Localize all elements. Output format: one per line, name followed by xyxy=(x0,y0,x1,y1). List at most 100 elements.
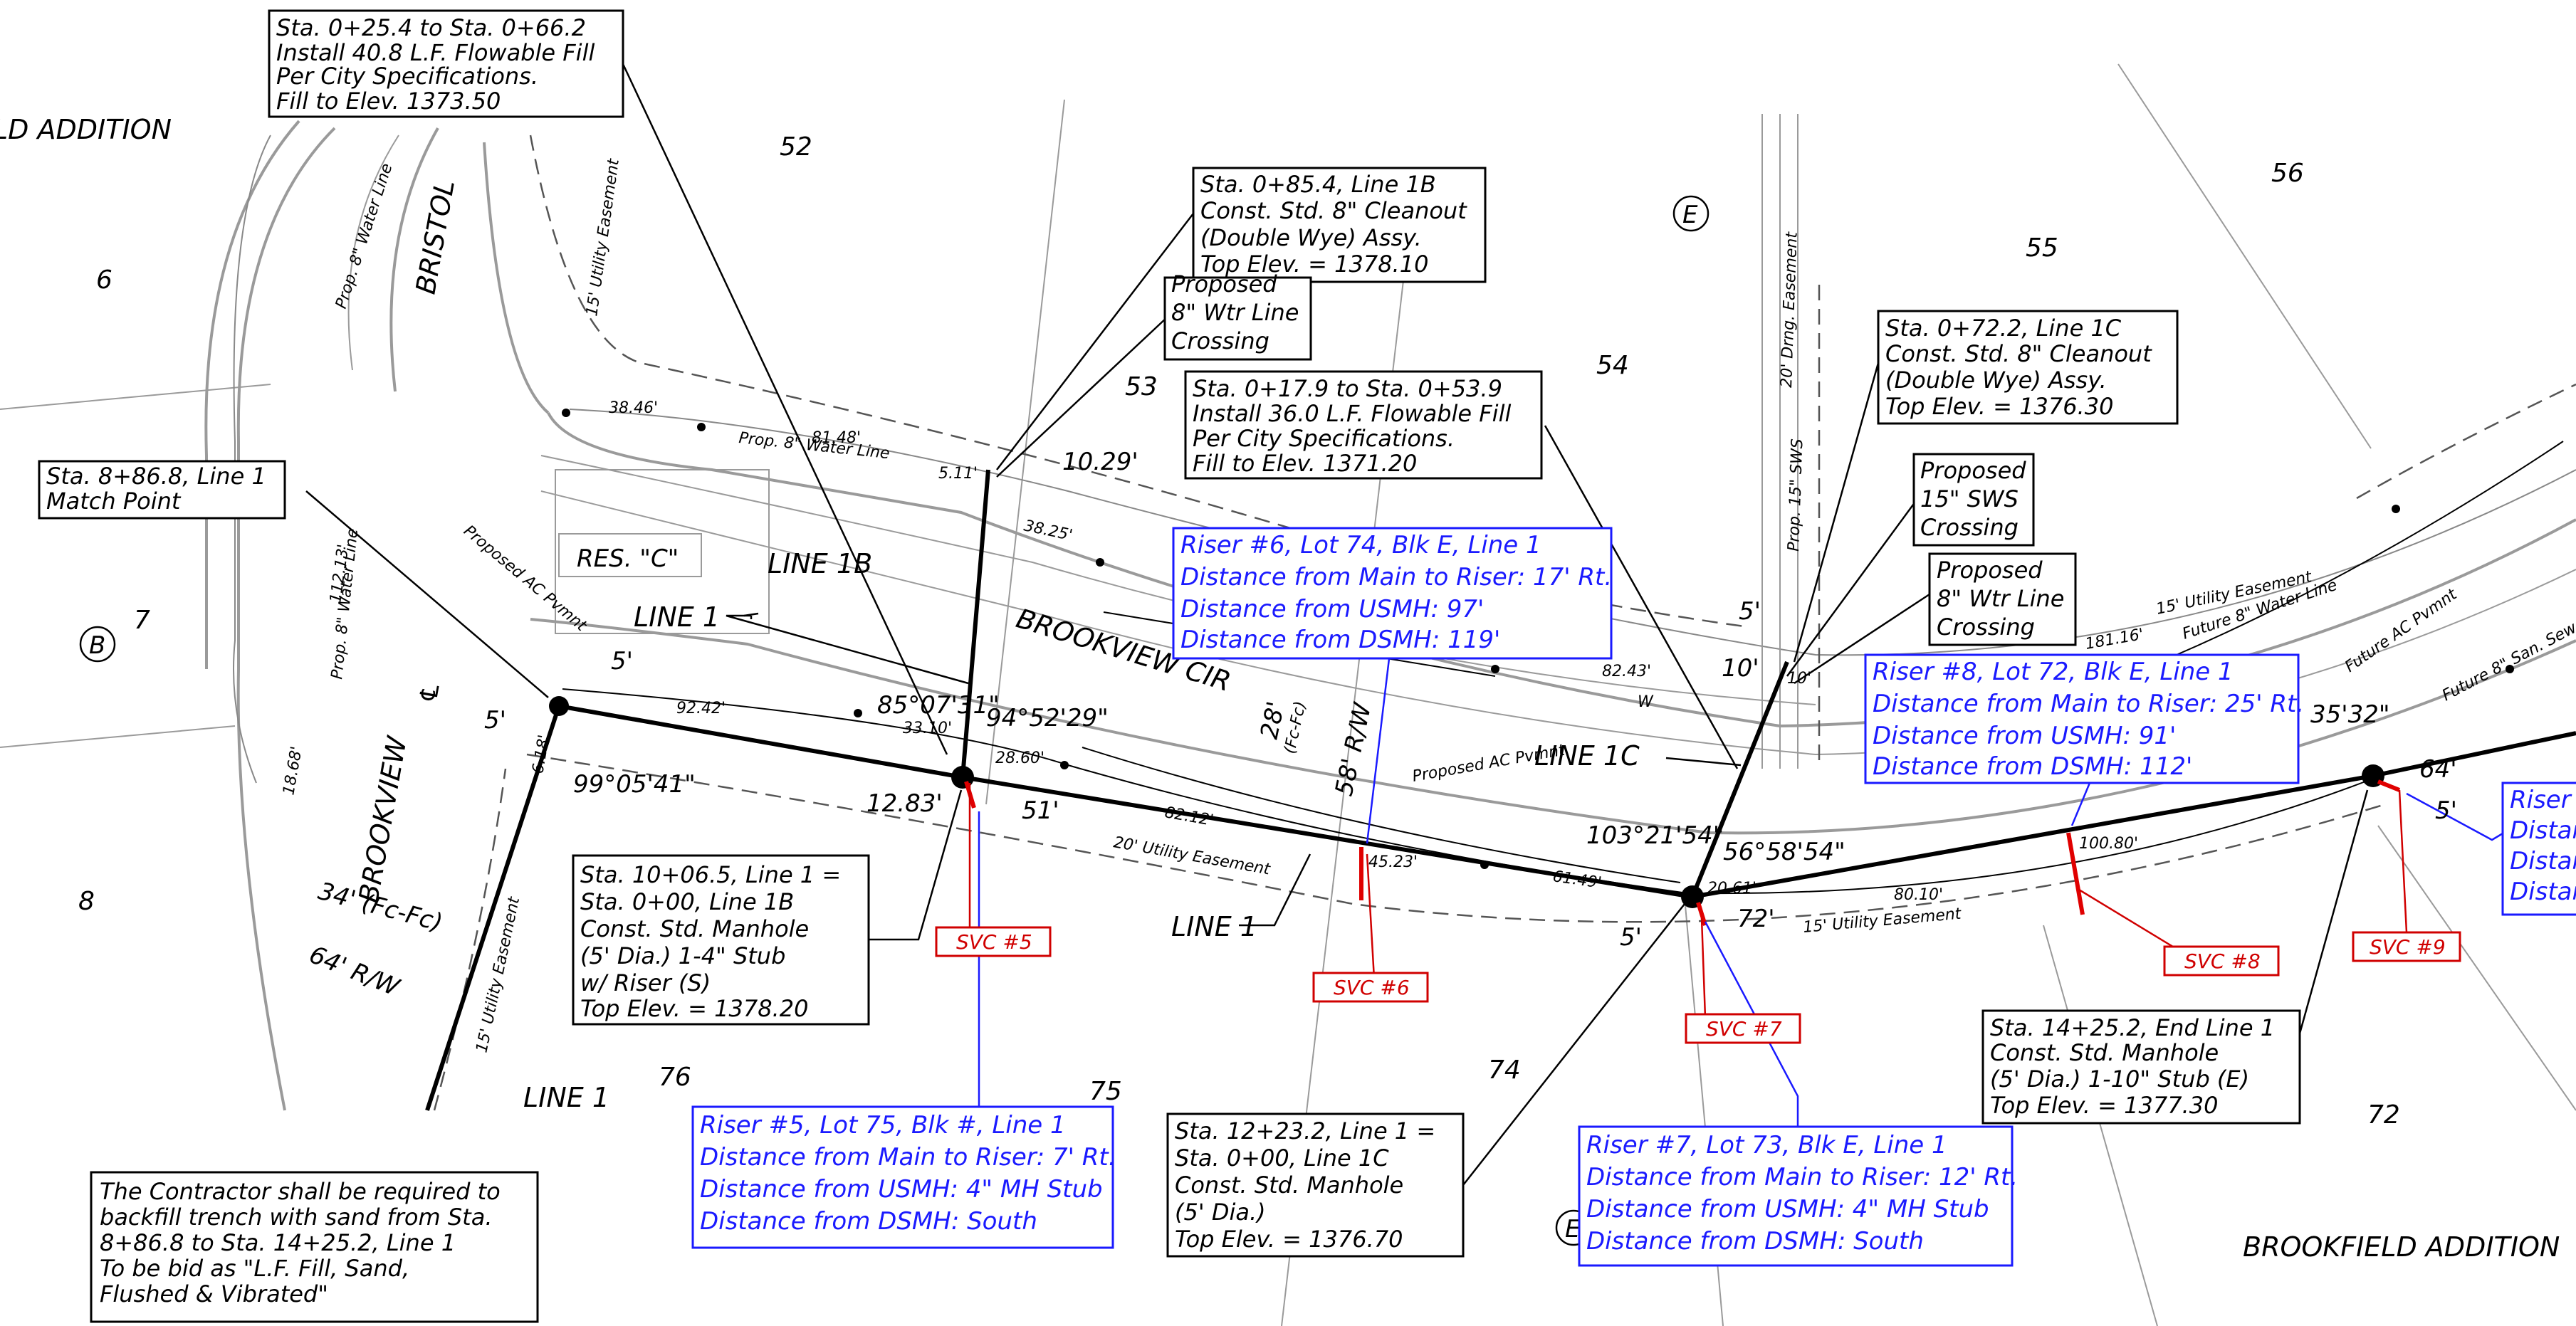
svg-text:Distance from DSMH: South: Distance from DSMH: South xyxy=(1586,1227,1924,1256)
svg-text:Sta. 0+72.2, Line 1C: Sta. 0+72.2, Line 1C xyxy=(1885,315,2122,342)
dimension: 12.83' xyxy=(866,789,943,818)
dimension: 10' xyxy=(1787,670,1811,688)
street-name-bristol: BRISTOL xyxy=(410,177,461,296)
line-label: LINE 1 xyxy=(1171,911,1257,942)
svg-text:8+86.8 to Sta. 14+25.2, Line 1: 8+86.8 to Sta. 14+25.2, Line 1 xyxy=(100,1229,456,1256)
svg-text:Distance from USMH: 97': Distance from USMH: 97' xyxy=(1180,595,1484,623)
dimension: 38.46' xyxy=(609,399,658,417)
svg-text:Sta. 0+25.4 to Sta. 0+66.2: Sta. 0+25.4 to Sta. 0+66.2 xyxy=(276,14,586,41)
svg-text:Const. Std. 8" Cleanout: Const. Std. 8" Cleanout xyxy=(1885,340,2152,367)
dimension: 10.29' xyxy=(1062,448,1138,476)
svg-text:Fill to Elev. 1373.50: Fill to Elev. 1373.50 xyxy=(276,88,501,115)
dimension: 81.48' xyxy=(812,429,861,447)
addition-label-left: LD ADDITION xyxy=(0,114,172,145)
svg-text:Sta. 12+23.2, Line 1 =: Sta. 12+23.2, Line 1 = xyxy=(1175,1117,1435,1145)
riser-box-7: Riser #7, Lot 73, Blk E, Line 1 Distance… xyxy=(1578,1125,2018,1267)
lot-number: 55 xyxy=(2026,233,2058,263)
easement-label: 15' Utility Easement xyxy=(1802,905,1962,937)
lot-number: 8 xyxy=(78,887,95,916)
dimension: 5.11' xyxy=(938,465,978,483)
dimension: 92.42' xyxy=(676,700,726,717)
utility-label: Prop. 8" Water Line xyxy=(333,162,397,311)
utility-label: W xyxy=(1638,693,1654,711)
note-manhole-1c: Sta. 12+23.2, Line 1 = Sta. 0+00, Line 1… xyxy=(1166,1112,1465,1258)
svg-text:8" Wtr Line: 8" Wtr Line xyxy=(1937,585,2064,612)
svg-text:Proposed: Proposed xyxy=(1937,557,2043,584)
svg-text:Top Elev. = 1376.70: Top Elev. = 1376.70 xyxy=(1175,1226,1403,1253)
note-end-line-1: Sta. 14+25.2, End Line 1 Const. Std. Man… xyxy=(1981,1009,2301,1125)
svg-text:Distance from USMH: 91': Distance from USMH: 91' xyxy=(1873,722,2176,750)
block-markers: B E E xyxy=(79,195,1710,1246)
svg-text:Riser #5, Lot 75, Blk #, Line: Riser #5, Lot 75, Blk #, Line 1 xyxy=(700,1111,1066,1140)
block-label: E xyxy=(1682,201,1698,229)
svg-text:Riser #6, Lot 74, Blk E, Line: Riser #6, Lot 74, Blk E, Line 1 xyxy=(1180,531,1541,559)
svc-box-9: SVC #9 xyxy=(2352,931,2461,962)
drainage-easement xyxy=(1761,114,1821,769)
manhole-match-point xyxy=(549,696,569,716)
lot-number: 76 xyxy=(659,1063,691,1092)
svg-text:Distance from DSMH: South: Distance from DSMH: South xyxy=(700,1207,1037,1236)
utility-label: Prop. 8" Water Line xyxy=(328,527,362,680)
service-leaders xyxy=(968,783,2408,1019)
note-manhole-1b: Sta. 10+06.5, Line 1 = Sta. 0+00, Line 1… xyxy=(572,854,870,1026)
note-wtr-crossing-right: Proposed 8" Wtr Line Crossing xyxy=(1928,552,2077,646)
dimension: 45.23' xyxy=(1368,853,1418,871)
svg-text:Sta. 10+06.5, Line 1 =: Sta. 10+06.5, Line 1 = xyxy=(580,861,841,888)
street-name-brookview: BROOKVIEW xyxy=(353,733,414,905)
svg-text:SVC #8: SVC #8 xyxy=(2184,949,2261,973)
svg-text:Per City Specifications.: Per City Specifications. xyxy=(1193,425,1455,452)
note-sws-crossing: Proposed 15" SWS Crossing xyxy=(1912,453,2035,547)
svg-text:Distance from Main to Riser: 7: Distance from Main to Riser: 7' Rt. xyxy=(700,1143,1116,1172)
svg-text:Match Point: Match Point xyxy=(46,488,182,515)
svg-text:Riser #8, Lot 72, Blk E, Line: Riser #8, Lot 72, Blk E, Line 1 xyxy=(1873,658,2234,686)
dimension: 6.18' xyxy=(529,733,553,775)
svg-text:8" Wtr Line: 8" Wtr Line xyxy=(1171,299,1299,326)
svg-text:Fill to Elev. 1371.20: Fill to Elev. 1371.20 xyxy=(1193,450,1417,477)
lot-numbers: 52 53 54 55 56 6 7 8 76 75 74 72 xyxy=(78,132,2400,1130)
lot-number: 7 xyxy=(134,606,150,635)
svg-text:Distar: Distar xyxy=(2510,878,2576,906)
svg-text:SVC #6: SVC #6 xyxy=(1334,976,1410,999)
dimension: 64' R/W xyxy=(305,940,404,1002)
svg-text:w/ Riser (S): w/ Riser (S) xyxy=(580,969,711,996)
riser-box-9: Riser Distar Distar Distar xyxy=(2501,782,2576,916)
svg-text:Crossing: Crossing xyxy=(1171,327,1269,354)
svg-text:Distance from Main to Riser: 2: Distance from Main to Riser: 25' Rt. xyxy=(1873,690,2304,718)
dimension: 181.16' xyxy=(2084,626,2145,653)
svg-text:Sta. 0+00, Line 1C: Sta. 0+00, Line 1C xyxy=(1175,1145,1389,1172)
dimension: 64' xyxy=(2419,755,2457,784)
dimension: 56°58'54" xyxy=(1723,838,1845,866)
svg-text:(Double Wye) Assy.: (Double Wye) Assy. xyxy=(1200,224,1422,251)
svg-text:Distance from Main to Riser: 1: Distance from Main to Riser: 12' Rt. xyxy=(1586,1163,2018,1191)
dimension: 94°52'29" xyxy=(986,704,1109,732)
svg-text:15" SWS: 15" SWS xyxy=(1920,485,2019,512)
dimension: 85°07'31" xyxy=(877,691,1000,720)
svg-text:Distar: Distar xyxy=(2510,816,2576,845)
riser-box-6: Riser #6, Lot 74, Blk E, Line 1 Distance… xyxy=(1172,527,1613,660)
lot-number: 72 xyxy=(2367,1100,2400,1130)
lot-number: 53 xyxy=(1125,372,1158,401)
riser-marks xyxy=(964,779,2401,926)
svg-text:To be bid as "L.F. Fill, Sand,: To be bid as "L.F. Fill, Sand, xyxy=(100,1255,409,1282)
note-leaders xyxy=(305,63,2369,1186)
note-contractor: The Contractor shall be required to back… xyxy=(90,1171,539,1323)
dimension: 35'32" xyxy=(2310,700,2390,729)
svg-text:Top Elev. = 1378.10: Top Elev. = 1378.10 xyxy=(1200,251,1428,278)
svg-text:Riser #7, Lot 73, Blk E, Line: Riser #7, Lot 73, Blk E, Line 1 xyxy=(1586,1131,1947,1159)
dimension: 82.43' xyxy=(1602,663,1651,680)
svc-box-6: SVC #6 xyxy=(1312,972,1429,1003)
dimension: 58' R/W xyxy=(1330,700,1378,799)
svg-text:Install 36.0 L.F. Flowable Fil: Install 36.0 L.F. Flowable Fill xyxy=(1193,400,1511,427)
dimension: 61.49' xyxy=(1551,868,1603,892)
svg-text:(5' Dia.): (5' Dia.) xyxy=(1175,1199,1266,1226)
svg-text:SVC #9: SVC #9 xyxy=(2370,935,2446,959)
svg-text:Flushed & Vibrated": Flushed & Vibrated" xyxy=(100,1280,328,1307)
street-centerline-symbol: ℄ xyxy=(414,680,446,706)
dimension: 38.25' xyxy=(1022,517,1074,544)
svg-text:The Contractor shall be requir: The Contractor shall be required to xyxy=(100,1178,501,1205)
block-label: E xyxy=(1565,1215,1581,1243)
addition-label-right: BROOKFIELD ADDITION xyxy=(2243,1231,2560,1263)
note-cleanout-1c: Sta. 0+72.2, Line 1C Const. Std. 8" Clea… xyxy=(1877,310,2179,425)
svg-text:Const. Std. Manhole: Const. Std. Manhole xyxy=(580,915,809,942)
